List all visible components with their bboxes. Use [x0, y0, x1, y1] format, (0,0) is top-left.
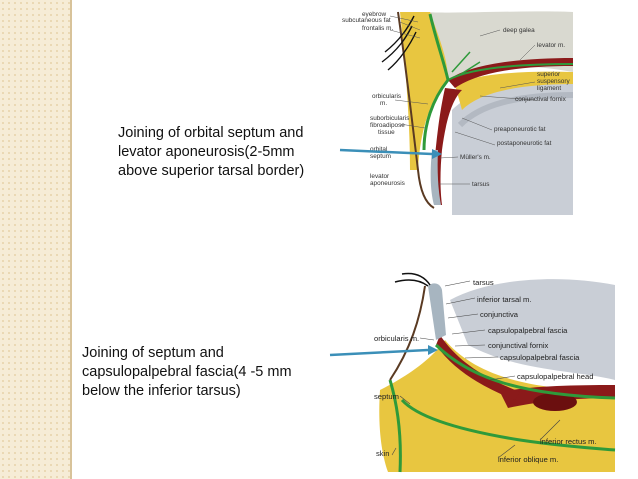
svg-text:m.: m. [380, 100, 387, 107]
svg-text:fibroadipose: fibroadipose [370, 122, 405, 129]
svg-text:Müller's m.: Müller's m. [460, 154, 491, 161]
svg-text:inferior tarsal m.: inferior tarsal m. [477, 295, 531, 304]
svg-text:levator m.: levator m. [537, 42, 565, 49]
svg-text:capsulopalpebral fascia: capsulopalpebral fascia [500, 353, 580, 362]
svg-text:frontalis m.: frontalis m. [362, 25, 393, 32]
svg-text:eyebrow: eyebrow [362, 11, 387, 18]
svg-text:subcutaneous fat: subcutaneous fat [342, 17, 391, 24]
svg-text:tarsus: tarsus [473, 278, 494, 287]
svg-text:conjunctival fornix: conjunctival fornix [488, 341, 549, 350]
svg-text:postaponeurotic fat: postaponeurotic fat [497, 140, 552, 147]
svg-text:tarsus: tarsus [472, 181, 489, 188]
svg-text:levator: levator [370, 173, 390, 180]
svg-text:septum: septum [370, 153, 391, 160]
svg-text:conjunctival fornix: conjunctival fornix [515, 96, 567, 103]
svg-text:capsulopalpebral head: capsulopalpebral head [517, 372, 593, 381]
svg-text:suborbicularis: suborbicularis [370, 115, 409, 122]
svg-text:aponeurosis: aponeurosis [370, 180, 405, 187]
svg-text:inferior rectus m.: inferior rectus m. [540, 437, 597, 446]
upper-eyelid-diagram: eyebrow subcutaneous fat frontalis m. de… [342, 10, 574, 215]
svg-text:suspensory: suspensory [537, 78, 570, 85]
caption-upper: Joining of orbital septum and levator ap… [118, 125, 305, 179]
side-band-divider [70, 0, 72, 479]
lower-eyelid-diagram: tarsus inferior tarsal m. conjunctiva ca… [370, 272, 616, 473]
svg-text:tissue: tissue [378, 129, 395, 136]
arrow-lower [329, 345, 438, 357]
svg-text:skin: skin [376, 449, 390, 458]
svg-text:preaponeurotic fat: preaponeurotic fat [494, 126, 546, 133]
svg-text:capsulopalpebral fascia: capsulopalpebral fascia [488, 326, 568, 335]
svg-text:septum: septum [374, 392, 399, 401]
svg-text:orbicularis m.: orbicularis m. [374, 334, 419, 343]
svg-text:orbicularis: orbicularis [372, 93, 401, 100]
arrow-upper [339, 148, 442, 159]
svg-text:conjunctiva: conjunctiva [480, 310, 519, 319]
caption-lower: Joining of septum and capsulopalpebral f… [82, 345, 292, 399]
svg-text:deep galea: deep galea [503, 27, 535, 34]
svg-text:superior: superior [537, 71, 561, 78]
decorative-side-band [0, 0, 70, 479]
svg-text:orbital: orbital [370, 146, 387, 153]
svg-text:inferior oblique m.: inferior oblique m. [498, 455, 558, 464]
svg-text:ligament: ligament [537, 85, 561, 92]
